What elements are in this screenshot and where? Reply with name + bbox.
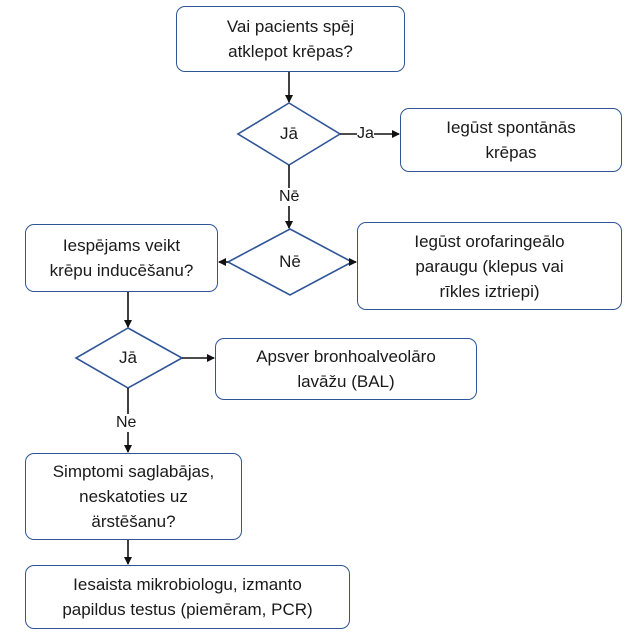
edge-label-d1-no: Nē (279, 188, 300, 206)
bal-box: Apsver bronhoalveolāro lavāžu (BAL) (215, 338, 477, 400)
decision-2-text: Nē (279, 252, 301, 271)
spontaneous-sputum-box: Iegūst spontānās krēpas (400, 108, 622, 172)
decision-diamond-2 (226, 228, 354, 296)
decision-3-text: Jā (119, 348, 137, 367)
induction-question-box: Iespējams veikt krēpu inducēšanu? (25, 224, 218, 292)
edge-label-d3-no: Ne (116, 414, 137, 432)
symptoms-question-box: Simptomi saglabājas, neskatoties uz ärst… (25, 453, 242, 540)
microbiologist-box: Iesaista mikrobiologu, izmanto papildus … (25, 565, 350, 629)
decision-1-text: Jā (280, 124, 298, 143)
oropharyngeal-sample-box: Iegūst orofaringeālo paraugu (klepus vai… (357, 222, 622, 310)
question-box-cough: Vai pacients spēj atklepot krēpas? (176, 6, 405, 72)
edge-label-d1-yes: Ja (357, 125, 374, 143)
